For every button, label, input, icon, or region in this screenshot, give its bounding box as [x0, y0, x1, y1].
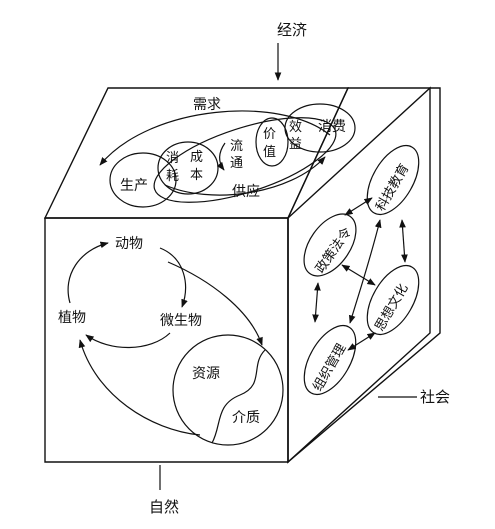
organization-management-label: 组织管理 [310, 341, 349, 394]
cost-label-2: 本 [190, 168, 203, 183]
ideology-culture-label: 思想文化 [372, 281, 412, 334]
microbes-label: 微生物 [160, 313, 202, 329]
value-circle [255, 117, 289, 167]
nature-cycle: 动物 植物 微生物 资源 介质 [58, 236, 284, 446]
animals-to-microbes-arrow [159, 247, 188, 308]
policy-science-arrow [344, 197, 373, 216]
animals-to-resources-arrow [167, 261, 263, 346]
policy-law-ellipse [303, 213, 357, 277]
science-education-ellipse [366, 145, 420, 215]
circulation-label-2: 通 [230, 156, 243, 171]
medium-divider [211, 349, 266, 444]
production-label: 生产 [120, 178, 148, 194]
plants-to-animals-arrow [67, 241, 109, 304]
resources-to-plants-arrow [78, 339, 201, 436]
economy-label: 经济 [277, 21, 307, 39]
consumption-circle [284, 103, 356, 153]
microbes-to-plants-arrow [85, 332, 171, 349]
organization-culture-arrow [347, 332, 376, 351]
plants-label: 植物 [58, 310, 86, 326]
benefit-label-1: 效 [289, 120, 302, 135]
consumption-label: 消费 [318, 119, 346, 135]
society-label: 社会 [420, 388, 450, 406]
science-organization-arrow [348, 219, 382, 324]
animals-label: 动物 [115, 236, 143, 252]
consumption-use-label-1: 消 [166, 151, 179, 166]
policy-culture-arrow [341, 264, 376, 286]
production-circle [109, 152, 177, 208]
consumption-use-label-2: 耗 [166, 169, 179, 184]
science-culture-arrow [399, 219, 408, 263]
circulation-arrow [216, 142, 226, 171]
society-cycle: 政策法令 科技教育 思想文化 组织管理 [303, 145, 420, 395]
flow-ellipse [153, 117, 337, 203]
nature-label: 自然 [149, 498, 179, 516]
supply-label: 供应 [232, 183, 260, 200]
benefit-label-2: 益 [289, 137, 302, 152]
resources-circle [172, 334, 284, 446]
value-label-2: 值 [263, 144, 276, 160]
science-education-label: 科技教育 [373, 161, 413, 214]
economy-cycle: 需求 供应 生产 消 耗 成 本 流 通 价 值 效 益 消费 [99, 97, 356, 208]
demand-label: 需求 [193, 97, 221, 113]
demand-arrow [99, 110, 331, 166]
right-face [287, 86, 431, 464]
circulation-label-1: 流 [230, 139, 243, 154]
cost-label-1: 成 [190, 150, 203, 165]
value-label-1: 价 [263, 127, 276, 142]
medium-label: 介质 [232, 410, 260, 426]
organization-management-ellipse [303, 325, 357, 395]
policy-organization-arrow [312, 282, 321, 323]
resources-label: 资源 [192, 366, 220, 382]
